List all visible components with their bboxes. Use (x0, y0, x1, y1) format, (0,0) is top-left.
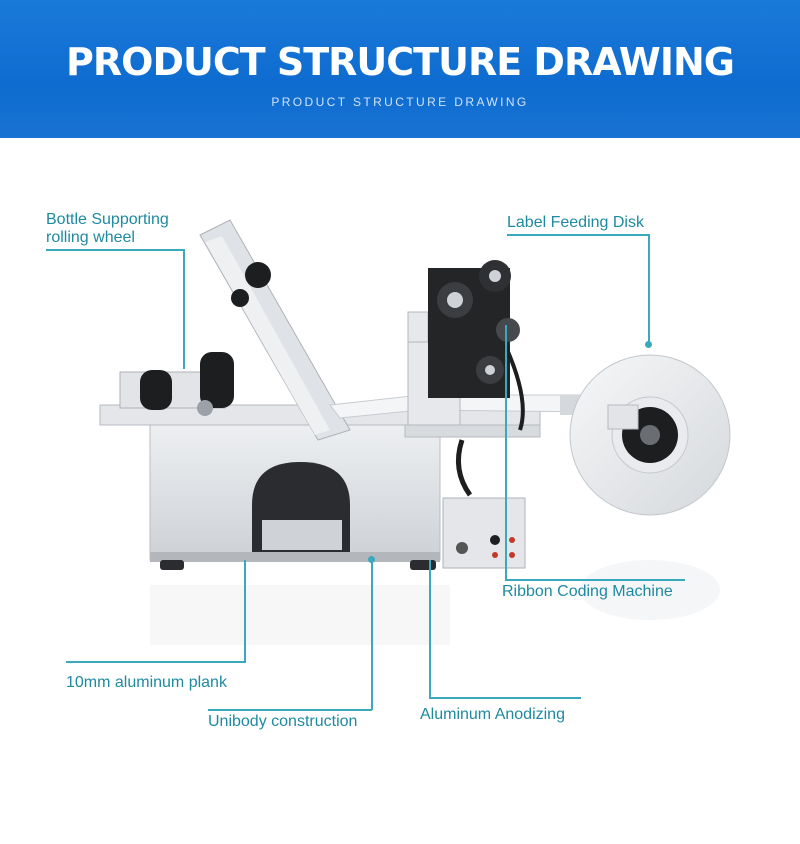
unibody-callout-hline (208, 709, 372, 711)
anodizing-callout-vline (429, 560, 431, 698)
bottle-wheel-label-line1: Bottle Supporting (46, 211, 169, 228)
page-title: PRODUCT STRUCTURE DRAWING (66, 40, 735, 84)
unibody-construction-label: Unibody construction (208, 713, 358, 730)
unibody-callout-dot (368, 556, 375, 563)
anodizing-callout-hline (429, 697, 581, 699)
aluminum-anodizing-label: Aluminum Anodizing (420, 706, 565, 723)
label-disk-callout-dot (645, 341, 652, 348)
header-banner: PRODUCT STRUCTURE DRAWING PRODUCT STRUCT… (0, 0, 800, 138)
bottle-wheel-label: Bottle Supporting rolling wheel (46, 211, 169, 247)
aluminum-plank-label: 10mm aluminum plank (66, 674, 227, 691)
page-subtitle: PRODUCT STRUCTURE DRAWING (271, 95, 529, 109)
ribbon-callout-vline (505, 325, 507, 580)
label-feeding-disk-label: Label Feeding Disk (507, 214, 644, 231)
label-disk-callout-hline (507, 234, 649, 236)
ribbon-coding-machine-label: Ribbon Coding Machine (502, 583, 673, 600)
plank-callout-vline (244, 560, 246, 662)
unibody-callout-vline (371, 560, 373, 710)
bottle-wheel-callout-vline (183, 249, 185, 369)
label-disk-callout-vline (648, 234, 650, 344)
bottle-wheel-callout-hline (46, 249, 184, 251)
labeling-machine-illustration (99, 219, 731, 645)
bottle-wheel-label-line2: rolling wheel (46, 229, 135, 246)
ribbon-callout-hline (505, 579, 685, 581)
plank-callout-hline (66, 661, 246, 663)
